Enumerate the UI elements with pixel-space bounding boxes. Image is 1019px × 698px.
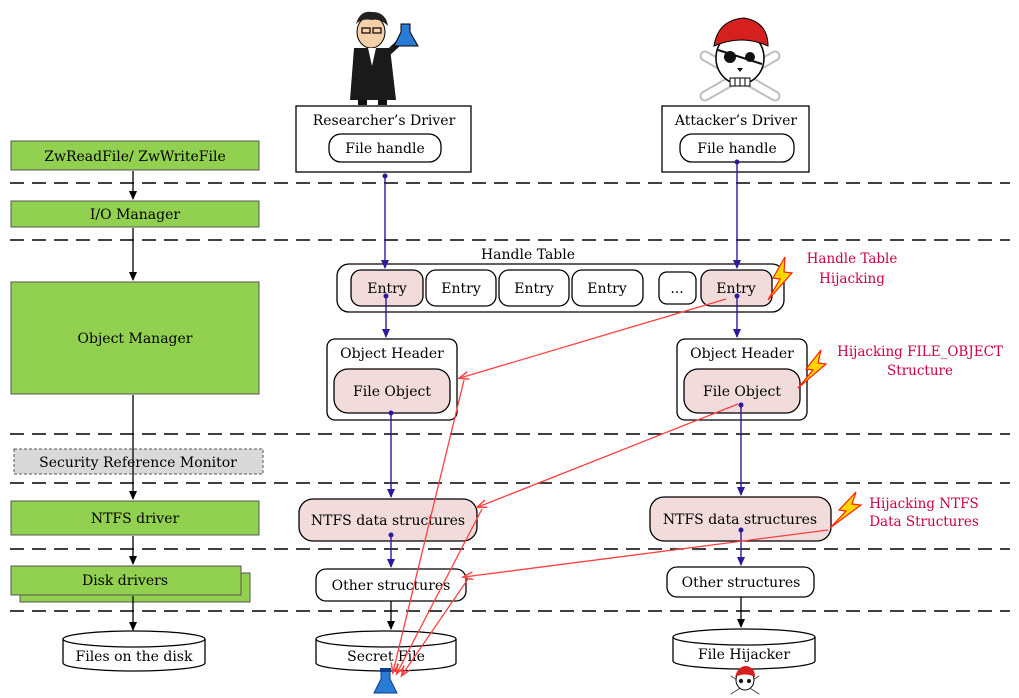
- disk-drivers-box: [10, 565, 242, 596]
- ntfs-hijack-line1: Hijacking NTFS: [869, 496, 978, 512]
- flask-icon: [373, 668, 398, 694]
- ntfs-hijack-line2: Data Structures: [869, 514, 979, 530]
- handle-table-hijack-line2: Hijacking: [819, 271, 885, 287]
- file-arrows: [387, 597, 745, 630]
- ntfs-driver-box: [10, 500, 260, 536]
- handle-table-hijack-line1: Handle Table: [807, 251, 898, 267]
- researcher-driver-title: Researcher’s Driver: [313, 113, 456, 129]
- attacker-other-structures-label: Other structures: [682, 575, 801, 591]
- lightning-icon: [767, 256, 794, 301]
- lightning-icons: [767, 256, 863, 529]
- handle-entry-3: [498, 269, 570, 307]
- file-object-hijack-line1: Hijacking FILE_OBJECT: [837, 344, 1003, 360]
- attacker-file-handle-label: File handle: [697, 141, 777, 157]
- attacker-column: Attacker’s Driver File handle Object Hea…: [649, 17, 832, 696]
- attacker-ntfs-data-label: NTFS data structures: [663, 512, 817, 528]
- disk-drivers-label: Disk drivers: [82, 573, 168, 589]
- handle-entry-1-label: Entry: [367, 281, 407, 297]
- file-object-hijack-line2: Structure: [887, 363, 953, 379]
- io-manager-box: [10, 200, 260, 228]
- secret-file-label: Secret File: [347, 649, 425, 665]
- researcher-ntfs-data-label: NTFS data structures: [311, 513, 465, 529]
- zw-read-write-label: ZwReadFile/ ZwWriteFile: [44, 149, 225, 165]
- handle-entry-4-label: Entry: [587, 281, 627, 297]
- security-reference-monitor-box: [13, 448, 264, 475]
- pirate-skull-small-icon: [729, 666, 761, 696]
- handle-entry-2-label: Entry: [441, 281, 481, 297]
- researcher-file-handle-box: [328, 133, 442, 163]
- handle-table: Handle Table Entry Entry Entry Entry ...…: [336, 247, 785, 313]
- io-stack: ZwReadFile/ ZwWriteFile I/O Manager Obje…: [10, 140, 264, 672]
- handle-table-title: Handle Table: [481, 247, 575, 263]
- hijack-arrows: [393, 298, 829, 675]
- handle-entry-2: [425, 269, 497, 307]
- attacker-object-header-label: Object Header: [690, 346, 794, 362]
- file-hijacker-label: File Hijacker: [698, 647, 790, 663]
- object-manager-box: [10, 281, 260, 395]
- io-manager-label: I/O Manager: [90, 207, 180, 223]
- file-hijacker-cylinder: [672, 628, 816, 670]
- attacker-driver-title: Attacker’s Driver: [674, 113, 797, 129]
- researcher-column: Researcher’s Driver File handle Object H…: [295, 11, 478, 694]
- flow-origin-dots: [382, 159, 744, 538]
- handle-entry-attacker-label: Entry: [716, 281, 756, 297]
- handle-entry-3-label: Entry: [514, 281, 554, 297]
- security-reference-monitor-label: Security Reference Monitor: [39, 455, 237, 471]
- researcher-object-header-label: Object Header: [340, 346, 444, 362]
- researcher-file-object-label: File Object: [353, 384, 431, 400]
- zw-read-write-box: [10, 140, 260, 171]
- ntfs-driver-label: NTFS driver: [91, 511, 180, 527]
- normal-flow-arrows: [381, 162, 745, 568]
- lightning-icon: [797, 349, 828, 389]
- hijack-annotations: Handle Table Hijacking Hijacking FILE_OB…: [807, 251, 1003, 530]
- scientist-icon: [350, 11, 419, 105]
- handle-entry-ellipsis: [658, 271, 697, 305]
- layer-separators: [10, 182, 1010, 612]
- handle-entry-ellipsis-label: ...: [670, 281, 683, 297]
- handle-entry-1: [350, 269, 424, 307]
- files-on-disk-label: Files on the disk: [76, 649, 193, 665]
- object-manager-label: Object Manager: [78, 331, 193, 347]
- researcher-other-structures-label: Other structures: [332, 578, 451, 594]
- researcher-file-handle-label: File handle: [345, 141, 425, 157]
- attacker-file-object-box: [683, 368, 801, 414]
- pirate-skull-icon: [699, 17, 781, 102]
- attacker-file-object-label: File Object: [703, 384, 781, 400]
- handle-entry-4: [571, 269, 644, 307]
- lightning-icon: [829, 491, 863, 529]
- files-on-disk-cylinder: [62, 630, 206, 672]
